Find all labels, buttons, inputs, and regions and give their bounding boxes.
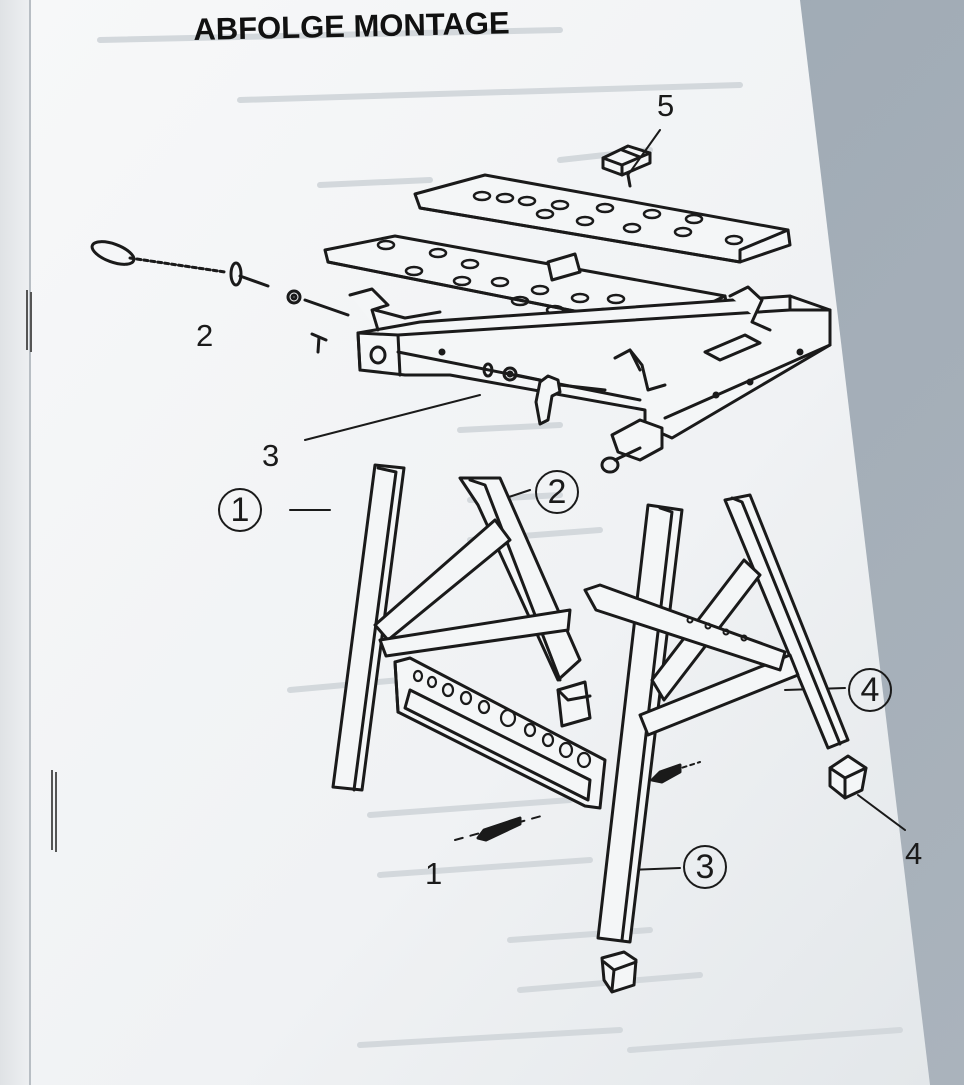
staple-top xyxy=(26,290,32,352)
leg-frame-left xyxy=(331,463,592,792)
circled-callout-1: 1 xyxy=(218,488,262,532)
circled-callout-2: 2 xyxy=(535,470,579,514)
callout-1-bottom: 1 xyxy=(425,856,443,891)
workbench-drawing xyxy=(90,129,906,994)
crank-handle-left xyxy=(90,240,350,354)
screw-handle-centre xyxy=(482,362,607,426)
callout-4-right: 4 xyxy=(905,836,923,871)
back-jaw-plank xyxy=(413,173,792,264)
circled-callout-4: 4 xyxy=(848,668,892,712)
front-stretcher xyxy=(393,656,607,810)
left-page xyxy=(0,0,30,1085)
callout-5: 5 xyxy=(657,88,675,123)
circled-callout-3: 3 xyxy=(683,845,727,889)
staple-bottom xyxy=(51,770,57,852)
callout-2-left: 2 xyxy=(196,318,214,353)
callout-3-left: 3 xyxy=(262,438,280,473)
frame-bar xyxy=(348,252,832,474)
leg-frame-right xyxy=(583,493,868,994)
screw-1 xyxy=(476,816,522,842)
page-title: ABFOLGE MONTAGE xyxy=(193,5,510,47)
screw-2 xyxy=(650,763,682,784)
part-5-clamp xyxy=(601,144,652,188)
